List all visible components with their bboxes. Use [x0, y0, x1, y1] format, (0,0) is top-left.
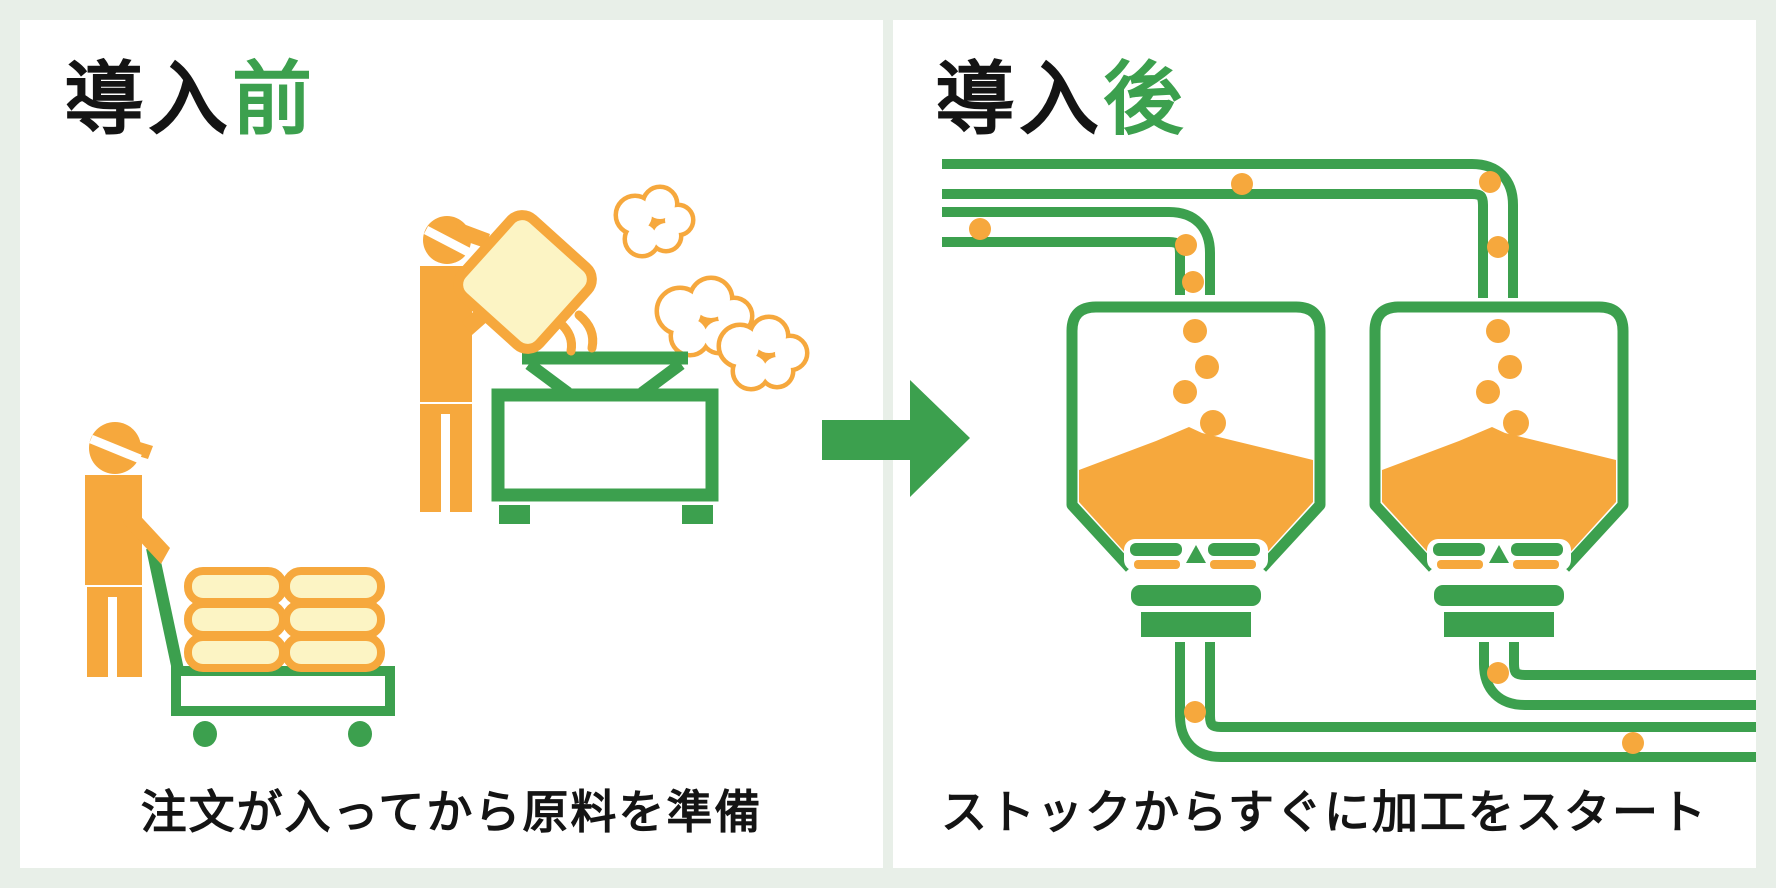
right-arrow-icon — [822, 380, 970, 497]
after-illustration — [942, 159, 1756, 762]
after-caption: ストックからすぐに加工をスタート — [940, 786, 1709, 838]
discharge-pipes-icon — [1175, 640, 1756, 762]
material-pellets-icon — [969, 171, 1644, 754]
before-title-accent: 前 — [232, 55, 316, 144]
stacked-bags-icon — [184, 567, 385, 672]
material-bag-icon — [453, 210, 597, 354]
before-illustration — [85, 20, 883, 747]
before-title: 導入前 — [64, 60, 316, 140]
after-title-accent: 後 — [1103, 55, 1187, 144]
storage-hopper-left-icon — [1066, 301, 1326, 637]
mixing-machine-icon — [491, 351, 719, 524]
before-caption: 注文が入ってから原料を準備 — [140, 786, 763, 838]
storage-hopper-right-icon — [1369, 301, 1629, 637]
before-title-prefix: 導入 — [64, 55, 232, 144]
panel-after: 導入後 — [893, 20, 1756, 868]
worker-pouring-icon — [420, 210, 598, 512]
supply-pipes-icon — [942, 159, 1518, 300]
worker-handcart-icon — [85, 422, 395, 747]
after-title: 導入後 — [935, 60, 1187, 140]
after-title-prefix: 導入 — [935, 55, 1103, 144]
panel-before: 導入前 — [20, 20, 883, 868]
before-to-after-arrow — [800, 360, 1000, 520]
